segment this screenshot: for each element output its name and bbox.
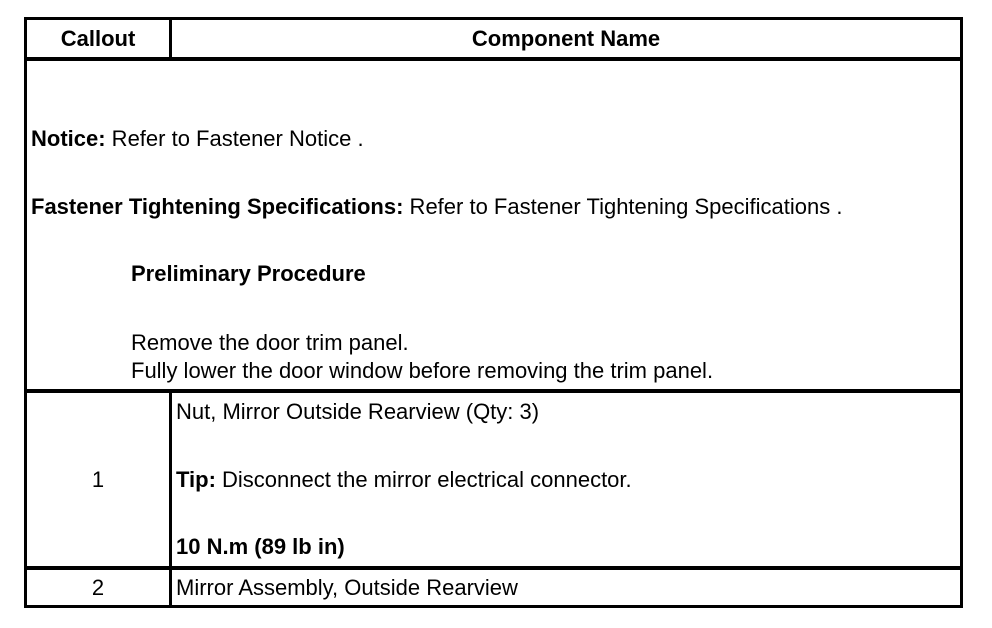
component-name: Nut, Mirror Outside Rearview (Qty: 3) — [176, 399, 540, 424]
component-name-column-header: Component Name — [471, 26, 661, 51]
fastener-spec-label: Fastener Tightening Specifications: — [31, 194, 404, 219]
column-divider-header — [169, 20, 172, 58]
fastener-spec-line: Fastener Tightening Specifications: Refe… — [31, 193, 842, 221]
callout-column-header: Callout — [60, 26, 136, 51]
preliminary-procedure-heading: Preliminary Procedure — [131, 261, 366, 286]
notice-label: Notice: — [31, 126, 106, 151]
component-name: Mirror Assembly, Outside Rearview — [176, 575, 518, 600]
row-divider — [27, 566, 960, 570]
component-table: Callout Component Name Notice: Refer to … — [24, 17, 963, 608]
preliminary-step: Fully lower the door window before remov… — [131, 358, 714, 383]
torque-spec: 10 N.m (89 lb in) — [176, 534, 345, 559]
fastener-spec-text: Refer to Fastener Tightening Specificati… — [403, 194, 843, 219]
notice-line: Notice: Refer to Fastener Notice . — [31, 125, 364, 153]
tip-label: Tip: — [176, 467, 216, 492]
callout-number: 2 — [91, 575, 105, 600]
intro-divider — [27, 389, 960, 393]
tip-text: Disconnect the mirror electrical connect… — [215, 467, 632, 492]
column-divider-rows — [169, 390, 172, 605]
preliminary-step: Remove the door trim panel. — [131, 330, 409, 355]
header-divider — [27, 57, 960, 61]
notice-text: Refer to Fastener Notice . — [105, 126, 364, 151]
tip-line: Tip: Disconnect the mirror electrical co… — [176, 466, 632, 494]
callout-number: 1 — [91, 467, 105, 492]
